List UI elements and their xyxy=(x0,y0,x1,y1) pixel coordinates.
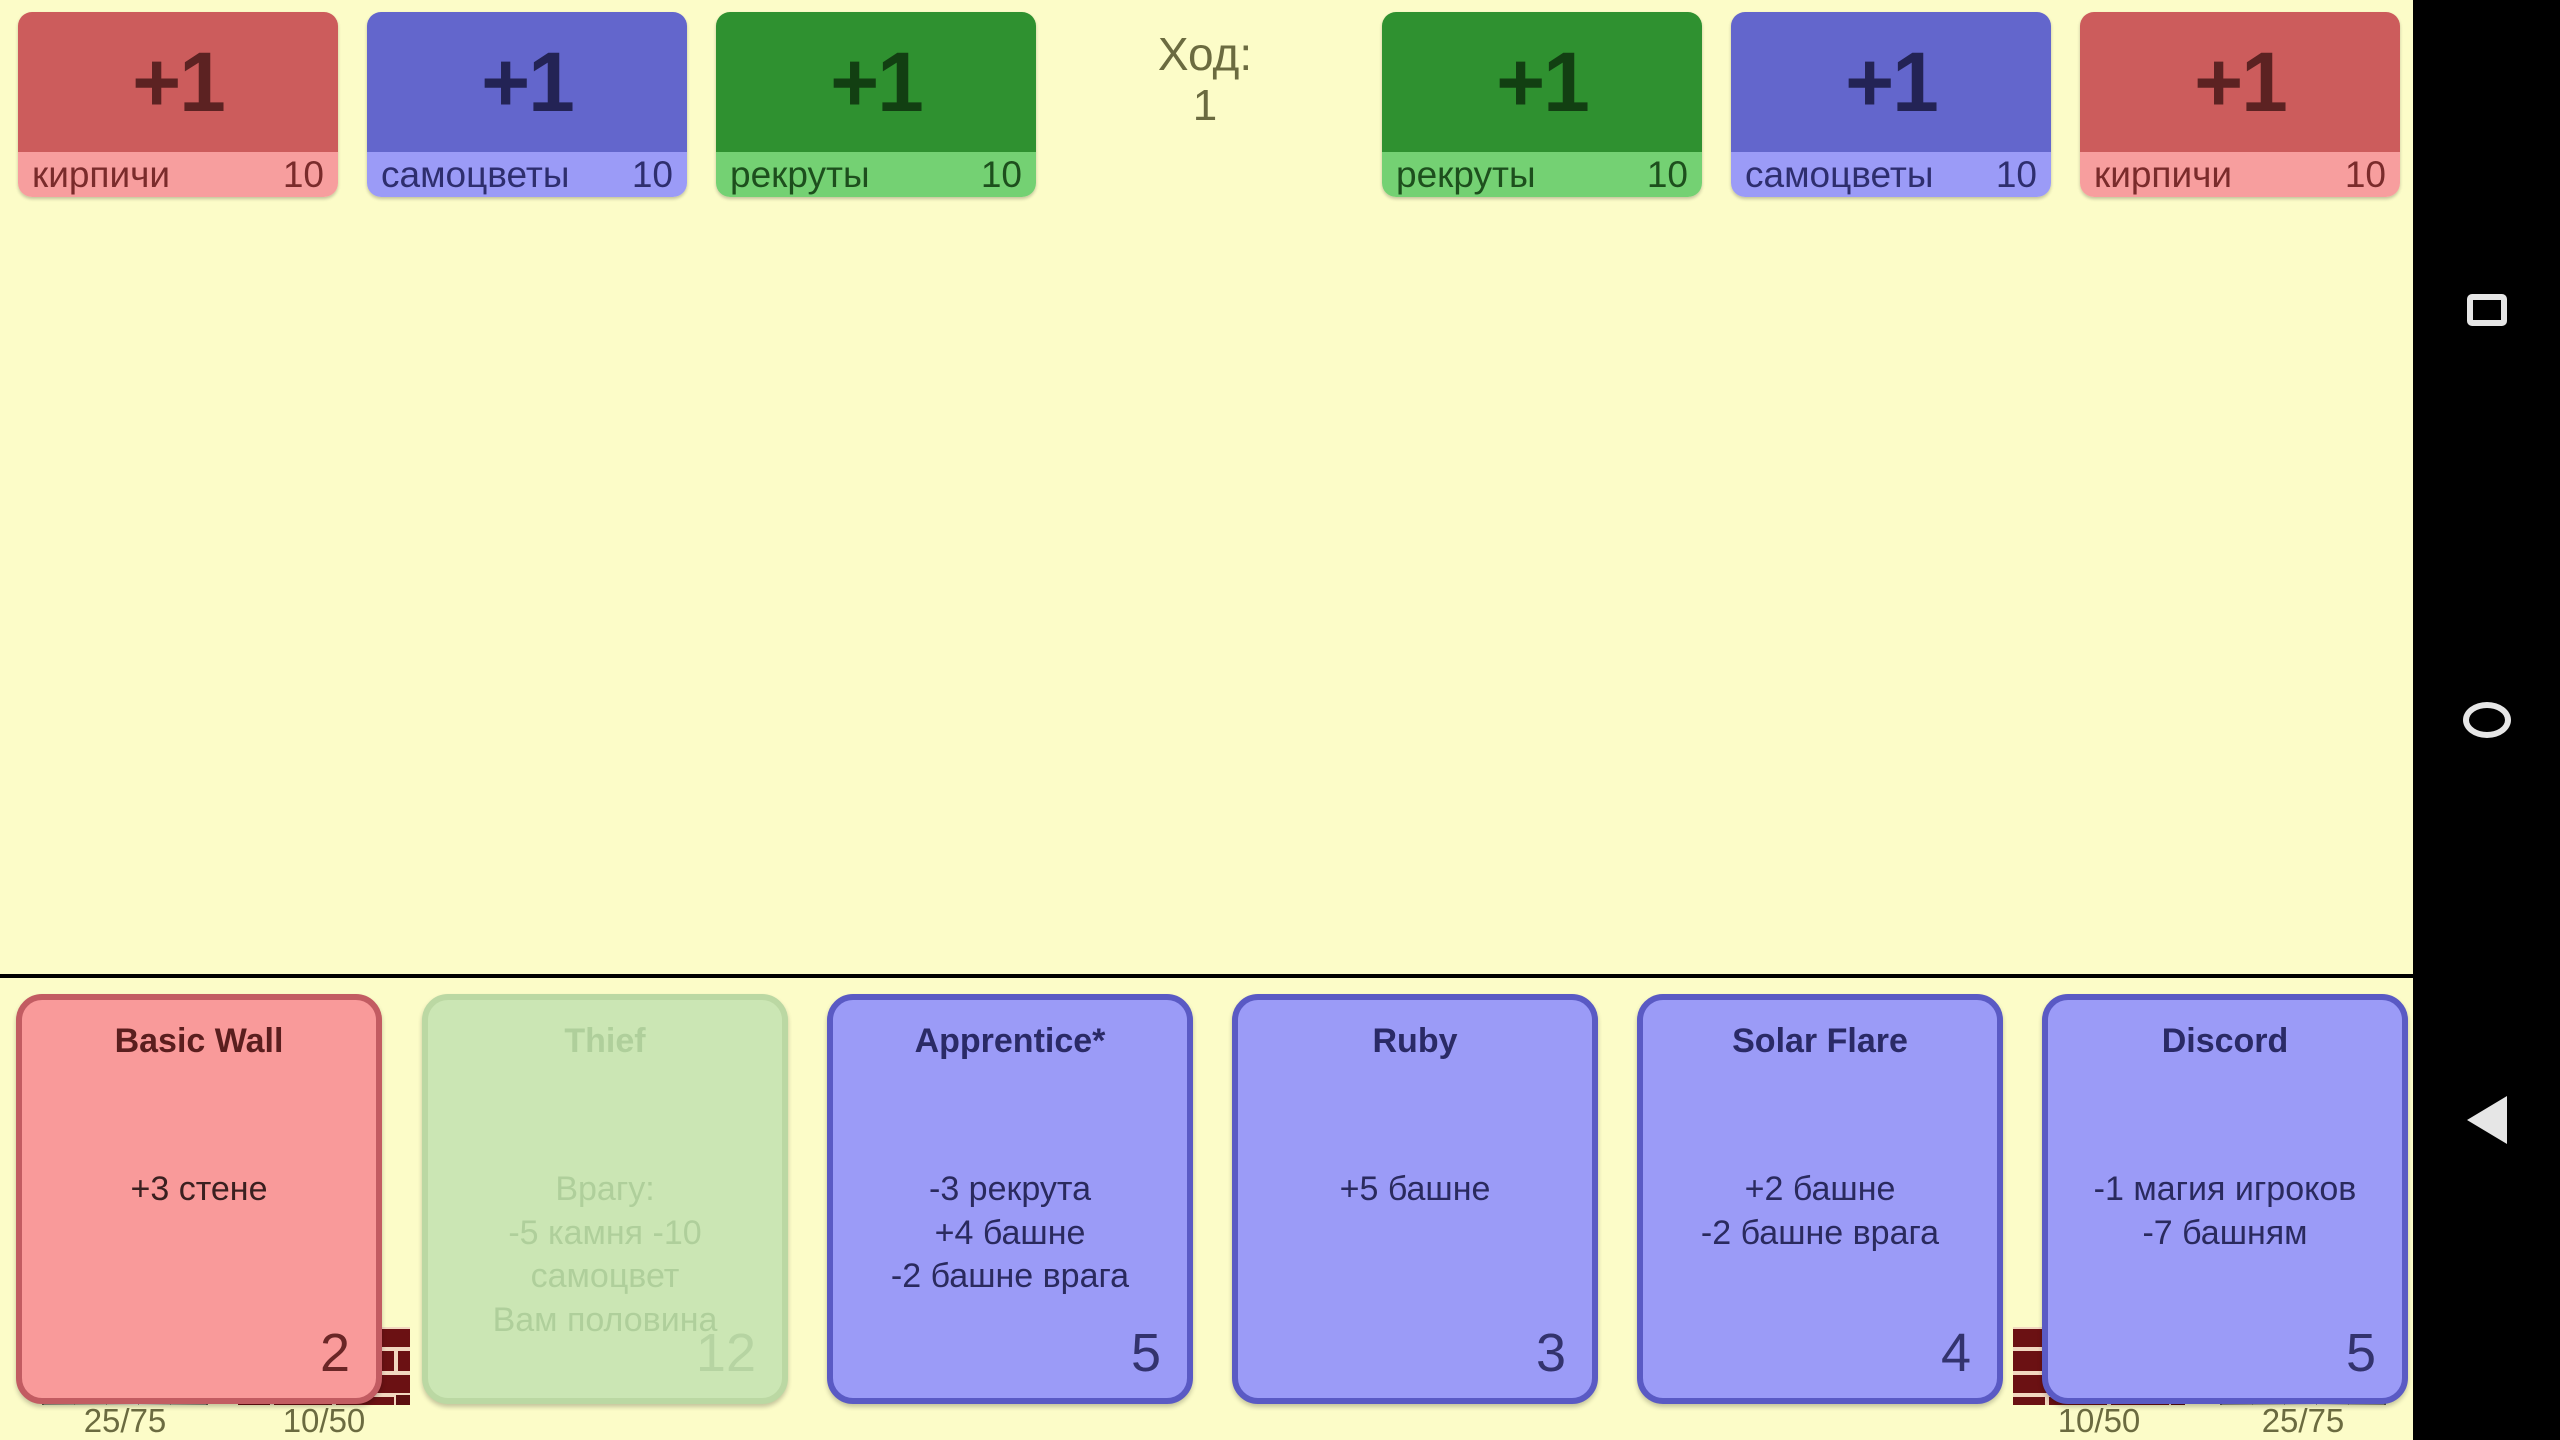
player-gems-label: самоцветы xyxy=(381,153,570,195)
enemy-bricks-footer: кирпичи 10 xyxy=(2080,152,2400,197)
game-board: +1 кирпичи 10 +1 самоцветы 10 +1 рекруты… xyxy=(0,0,2413,1440)
hand-separator xyxy=(0,974,2413,978)
enemy-bricks-amount: 10 xyxy=(2344,153,2386,195)
card-description: +3 стене xyxy=(130,1170,268,1208)
card-cost: 3 xyxy=(1535,1323,1566,1383)
card-description: -1 магия игроков -7 башням xyxy=(2093,1170,2357,1252)
player-bricks-amount: 10 xyxy=(282,153,324,195)
player-gems-footer: самоцветы 10 xyxy=(367,152,687,197)
enemy-resource-gems[interactable]: +1 самоцветы 10 xyxy=(1731,12,2051,197)
android-navigation-bar xyxy=(2413,0,2560,1440)
player-gems-amount: 10 xyxy=(631,153,673,195)
enemy-recruits-label: рекруты xyxy=(1396,153,1536,195)
card-description: +5 башне xyxy=(1339,1170,1491,1208)
card-title: Apprentice* xyxy=(914,1022,1106,1060)
card-cost: 2 xyxy=(319,1323,350,1383)
enemy-resource-bricks[interactable]: +1 кирпичи 10 xyxy=(2080,12,2400,197)
player-gems-gain: +1 xyxy=(367,12,687,152)
card-title: Basic Wall xyxy=(114,1022,284,1060)
turn-value: 1 xyxy=(1192,80,1218,130)
card-cost: 12 xyxy=(695,1323,756,1383)
player-recruits-footer: рекруты 10 xyxy=(716,152,1036,197)
player-bricks-footer: кирпичи 10 xyxy=(18,152,338,197)
card-cost: 5 xyxy=(1130,1323,1161,1383)
enemy-recruits-footer: рекруты 10 xyxy=(1382,152,1702,197)
card-description: +2 башне -2 башне врага xyxy=(1700,1170,1940,1252)
player-resource-bricks[interactable]: +1 кирпичи 10 xyxy=(18,12,338,197)
enemy-gems-label: самоцветы xyxy=(1745,153,1934,195)
recents-square-icon[interactable] xyxy=(2413,250,2560,370)
turn-counter: Ход: 1 xyxy=(1085,28,1325,131)
card-title: Thief xyxy=(564,1022,646,1060)
card-discord[interactable]: Discord -1 магия игроков -7 башням 5 xyxy=(2042,994,2408,1404)
card-title: Solar Flare xyxy=(1732,1022,1908,1060)
enemy-bricks-gain: +1 xyxy=(2080,12,2400,152)
card-solar-flare[interactable]: Solar Flare +2 башне -2 башне врага 4 xyxy=(1637,994,2003,1404)
player-tower-hp: 25/75 xyxy=(83,1402,167,1439)
enemy-tower-hp: 25/75 xyxy=(2261,1402,2345,1439)
player-wall-hp: 10/50 xyxy=(282,1402,366,1439)
card-description: -3 рекрута +4 башне -2 башне врага xyxy=(890,1170,1130,1296)
enemy-gems-footer: самоцветы 10 xyxy=(1731,152,2051,197)
enemy-gems-gain: +1 xyxy=(1731,12,2051,152)
resource-bar: +1 кирпичи 10 +1 самоцветы 10 +1 рекруты… xyxy=(0,0,2413,200)
card-basic-wall[interactable]: Basic Wall +3 стене 2 xyxy=(16,994,382,1404)
card-apprentice[interactable]: Apprentice* -3 рекрута +4 башне -2 башне… xyxy=(827,994,1193,1404)
card-thief[interactable]: Thief Врагу: -5 камня -10 самоцвет Вам п… xyxy=(422,994,788,1404)
player-bricks-gain: +1 xyxy=(18,12,338,152)
enemy-bricks-label: кирпичи xyxy=(2094,153,2233,195)
card-cost: 5 xyxy=(2345,1323,2376,1383)
card-ruby[interactable]: Ruby +5 башне 3 xyxy=(1232,994,1598,1404)
enemy-recruits-gain: +1 xyxy=(1382,12,1702,152)
enemy-recruits-amount: 10 xyxy=(1646,153,1688,195)
card-title: Discord xyxy=(2161,1022,2289,1060)
player-recruits-gain: +1 xyxy=(716,12,1036,152)
enemy-resource-recruits[interactable]: +1 рекруты 10 xyxy=(1382,12,1702,197)
enemy-wall-hp: 10/50 xyxy=(2057,1402,2141,1439)
home-circle-icon[interactable] xyxy=(2413,660,2560,780)
enemy-gems-amount: 10 xyxy=(1995,153,2037,195)
turn-label: Ход: xyxy=(1157,28,1253,80)
back-triangle-icon[interactable] xyxy=(2413,1060,2560,1180)
card-title: Ruby xyxy=(1372,1022,1458,1060)
card-cost: 4 xyxy=(1940,1323,1971,1383)
player-recruits-label: рекруты xyxy=(730,153,870,195)
player-bricks-label: кирпичи xyxy=(32,153,171,195)
player-recruits-amount: 10 xyxy=(980,153,1022,195)
card-hand: Basic Wall +3 стене 2 Thief Врагу: -5 ка… xyxy=(0,978,2413,1440)
player-resource-recruits[interactable]: +1 рекруты 10 xyxy=(716,12,1036,197)
card-description: Врагу: -5 камня -10 самоцвет Вам половин… xyxy=(492,1170,718,1339)
player-resource-gems[interactable]: +1 самоцветы 10 xyxy=(367,12,687,197)
